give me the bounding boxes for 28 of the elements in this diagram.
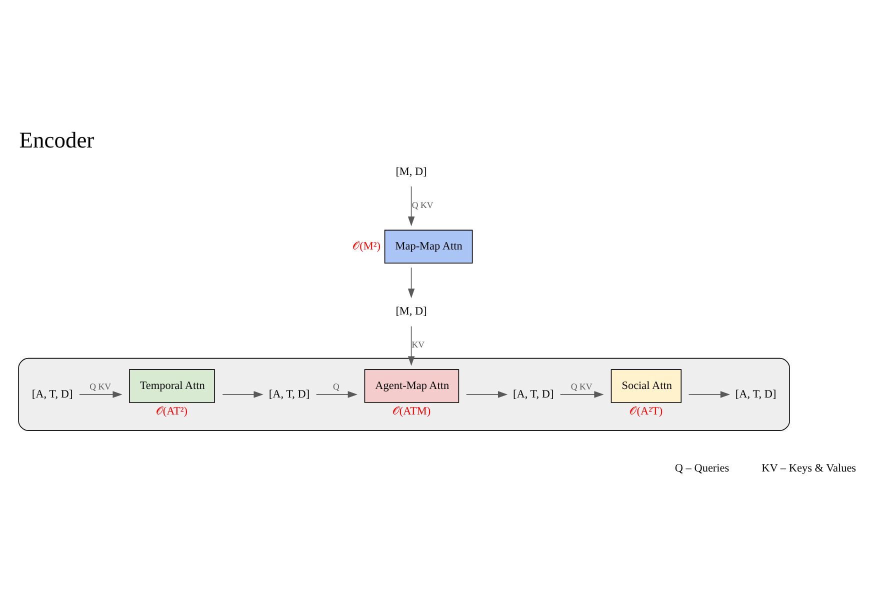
arrow: [560, 390, 604, 398]
node-label: 𝒪(M²): [352, 240, 381, 252]
arrow: [316, 390, 358, 398]
node-label: 𝒪(AT²): [156, 405, 188, 418]
edge-label: Q KV: [570, 380, 592, 391]
edge-label: KV: [412, 339, 425, 350]
node-label: 𝒪(ATM): [392, 405, 431, 418]
node-text: [A, T, D]: [735, 388, 776, 400]
label: Q – Queries: [674, 462, 730, 474]
arrow: [408, 266, 415, 298]
arrow: [408, 325, 415, 366]
node-label: 𝒪(A²T): [630, 405, 663, 418]
edge-label: Q KV: [90, 380, 111, 391]
label: KV – Keys & Values: [762, 462, 856, 474]
arrow: [408, 186, 415, 226]
node-text: [M, D]: [396, 305, 427, 318]
arrow: [466, 390, 508, 398]
edge-label: Q: [333, 380, 340, 391]
edge-label: Q KV: [412, 199, 434, 210]
node-text: [A, T, D]: [32, 388, 73, 400]
cluster: [18, 357, 790, 430]
node-text: [A, T, D]: [268, 388, 310, 400]
node-text: [A, T, D]: [512, 388, 554, 400]
diagram-title: Encoder: [19, 126, 94, 152]
node-text: [M, D]: [396, 165, 427, 178]
arrow: [222, 390, 264, 398]
arrow: [688, 390, 730, 398]
arrow: [79, 390, 122, 398]
